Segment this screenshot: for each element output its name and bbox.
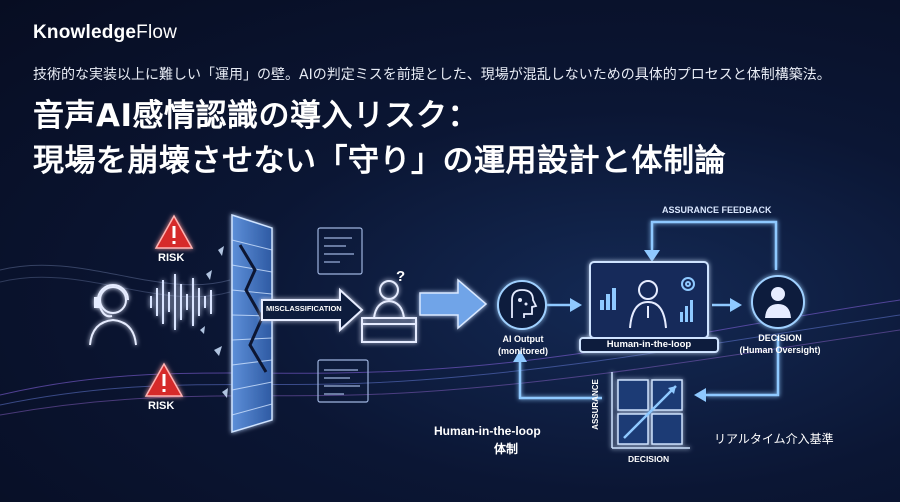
risk-label-bottom: RISK — [148, 400, 175, 412]
feedback-loop — [518, 220, 780, 400]
code-snippet-top — [317, 227, 363, 275]
gear-icon — [681, 277, 695, 291]
wave-lines — [0, 264, 900, 416]
brick-wall — [231, 213, 273, 434]
title-line-1: 音声AI感情認識の導入リスク： — [33, 98, 480, 134]
assurance-decision-matrix — [611, 372, 690, 449]
title-line-2: 現場を崩壊させない「守り」の運用設計と体制論 — [33, 143, 726, 179]
assurance-feedback-label: ASSURANCE FEEDBACK — [662, 205, 772, 215]
laptop-monitor — [579, 261, 719, 353]
feedback-arrowheads — [513, 250, 742, 402]
risk-label-top: RISK — [158, 252, 185, 264]
analyst-icon — [629, 280, 667, 329]
confused-agent-icon — [361, 280, 417, 343]
human-in-the-loop-label: Human-in-the-loop — [606, 339, 692, 350]
misclassification-label: MISCLASSIFICATION — [266, 304, 342, 313]
decision-person-icon — [751, 275, 805, 329]
warning-icon-bottom — [144, 362, 184, 397]
question-mark: ? — [396, 268, 406, 285]
axis-assurance-label: ASSURANCE — [590, 379, 600, 430]
brand-name-bold: Knowledge — [33, 22, 137, 43]
operator-headset-icon — [89, 284, 137, 346]
decision-label: DECISION (Human Oversight) — [739, 333, 821, 355]
realtime-criteria-label: リアルタイム介入基準 — [714, 432, 834, 446]
ai-brain-icon — [497, 280, 547, 330]
hitl-system-line-2: 体制 — [494, 442, 519, 456]
code-snippet-bottom — [317, 359, 369, 403]
ai-output-label: AI Output (monitored) — [498, 334, 548, 356]
warning-icon-top — [154, 214, 194, 249]
hitl-system-line-1: Human-in-the-loop — [434, 424, 541, 438]
axis-decision-label: DECISION — [628, 454, 670, 464]
bar-chart-icon — [600, 288, 616, 310]
page-title: 音声AI感情認識の導入リスク： 現場を崩壊させない「守り」の運用設計と体制論 — [33, 94, 726, 184]
misclassification-arrow — [261, 287, 364, 333]
sound-waveform — [150, 274, 212, 330]
chart-icon-small — [680, 300, 693, 322]
debris — [200, 246, 228, 398]
subtitle: 技術的な実装以上に難しい「運用」の壁。AIの判定ミスを前提とした、現場が混乱しな… — [33, 67, 831, 83]
forward-arrow — [419, 278, 488, 330]
brand-name-light: Flow — [136, 22, 178, 43]
brand-logo: KnowledgeFlow — [33, 22, 177, 44]
